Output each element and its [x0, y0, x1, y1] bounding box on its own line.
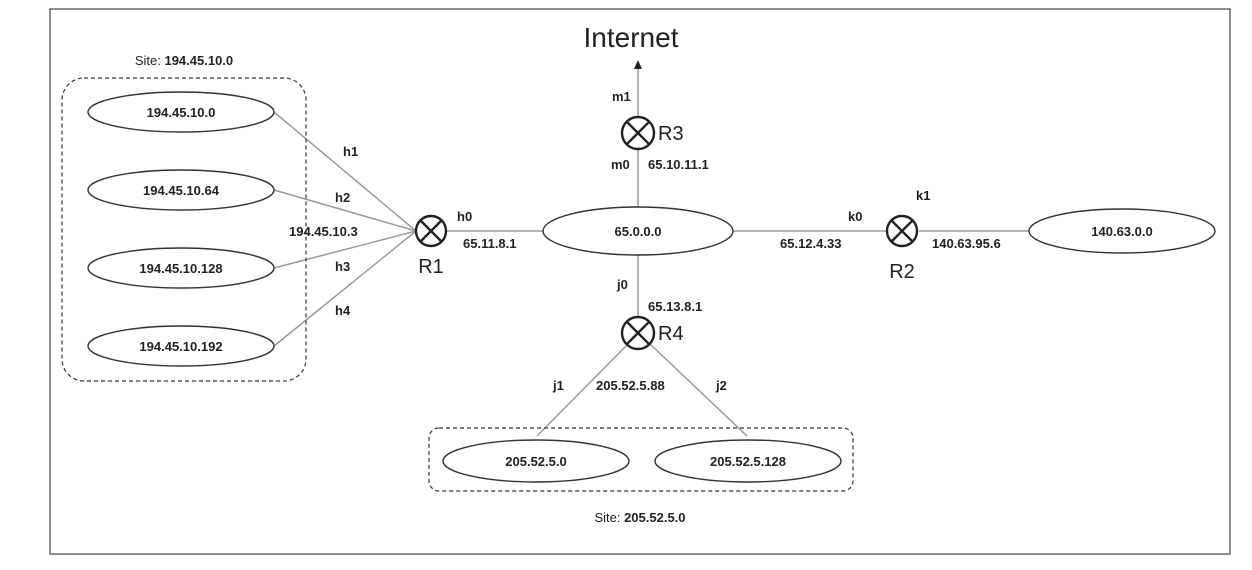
interface-label-h4: h4 [335, 303, 351, 318]
address-label-r3-m0: 65.10.11.1 [648, 157, 709, 172]
network-ellipse-bottom-1 [442, 439, 630, 483]
links [273, 60, 1030, 437]
network-ellipse-right [1028, 208, 1216, 254]
site-left-boundary [61, 77, 307, 382]
interface-label-k1: k1 [916, 188, 930, 203]
network-label-core: 65.0.0.0 [615, 224, 662, 239]
address-label-r4-j: 205.52.5.88 [596, 378, 665, 393]
network-label-bottom-2: 205.52.5.128 [710, 454, 786, 469]
address-label-r2-k0: 65.12.4.33 [780, 236, 841, 251]
interface-label-h0: h0 [457, 209, 472, 224]
interface-label-h2: h2 [335, 190, 350, 205]
interface-label-h3: h3 [335, 259, 350, 274]
router-label-r4: R4 [658, 323, 684, 345]
link-h1 [273, 111, 417, 232]
network-ellipse-2 [87, 169, 275, 211]
network-label-4: 194.45.10.192 [139, 339, 222, 354]
interface-label-h1: h1 [343, 144, 358, 159]
network-label-2: 194.45.10.64 [143, 183, 220, 198]
network-ellipse-3 [87, 247, 275, 289]
internet-arrow-icon [634, 60, 642, 69]
interface-label-j2: j2 [715, 378, 727, 393]
address-label-r1-h: 194.45.10.3 [289, 224, 358, 239]
router-r4-icon [620, 315, 656, 351]
site-left-label: Site: 194.45.10.0 [135, 53, 233, 68]
network-label-bottom-1: 205.52.5.0 [505, 454, 566, 469]
link-j2 [649, 343, 748, 437]
router-label-r3: R3 [658, 123, 684, 145]
network-ellipse-bottom-2 [654, 439, 842, 483]
network-ellipse-1 [87, 91, 275, 133]
network-label-3: 194.45.10.128 [139, 261, 222, 276]
address-label-r1-h0: 65.11.8.1 [463, 236, 517, 251]
interface-label-j1: j1 [552, 378, 564, 393]
interface-label-m0: m0 [611, 157, 630, 172]
network-ellipse-4 [87, 325, 275, 367]
network-ellipse-core [542, 206, 734, 256]
address-label-r4-j0: 65.13.8.1 [648, 299, 702, 314]
router-r3-icon [620, 115, 656, 151]
router-r2-icon [885, 214, 919, 248]
network-label-1: 194.45.10.0 [147, 105, 216, 120]
link-h4 [273, 230, 417, 347]
address-label-r2-k1: 140.63.95.6 [932, 236, 1001, 251]
network-label-right: 140.63.0.0 [1091, 224, 1152, 239]
internet-title: Internet [584, 22, 679, 53]
networks [87, 91, 1216, 483]
interface-label-k0: k0 [848, 209, 862, 224]
router-label-r2: R2 [889, 261, 915, 283]
router-label-r1: R1 [418, 256, 444, 278]
interface-label-j0: j0 [616, 277, 628, 292]
link-h3 [273, 230, 417, 269]
site-bottom-label: Site: 205.52.5.0 [594, 510, 685, 525]
router-r1-icon [414, 214, 448, 248]
interface-label-m1: m1 [612, 89, 631, 104]
link-j1 [536, 343, 629, 437]
site-bottom-boundary [428, 427, 854, 492]
link-h2 [273, 189, 417, 232]
